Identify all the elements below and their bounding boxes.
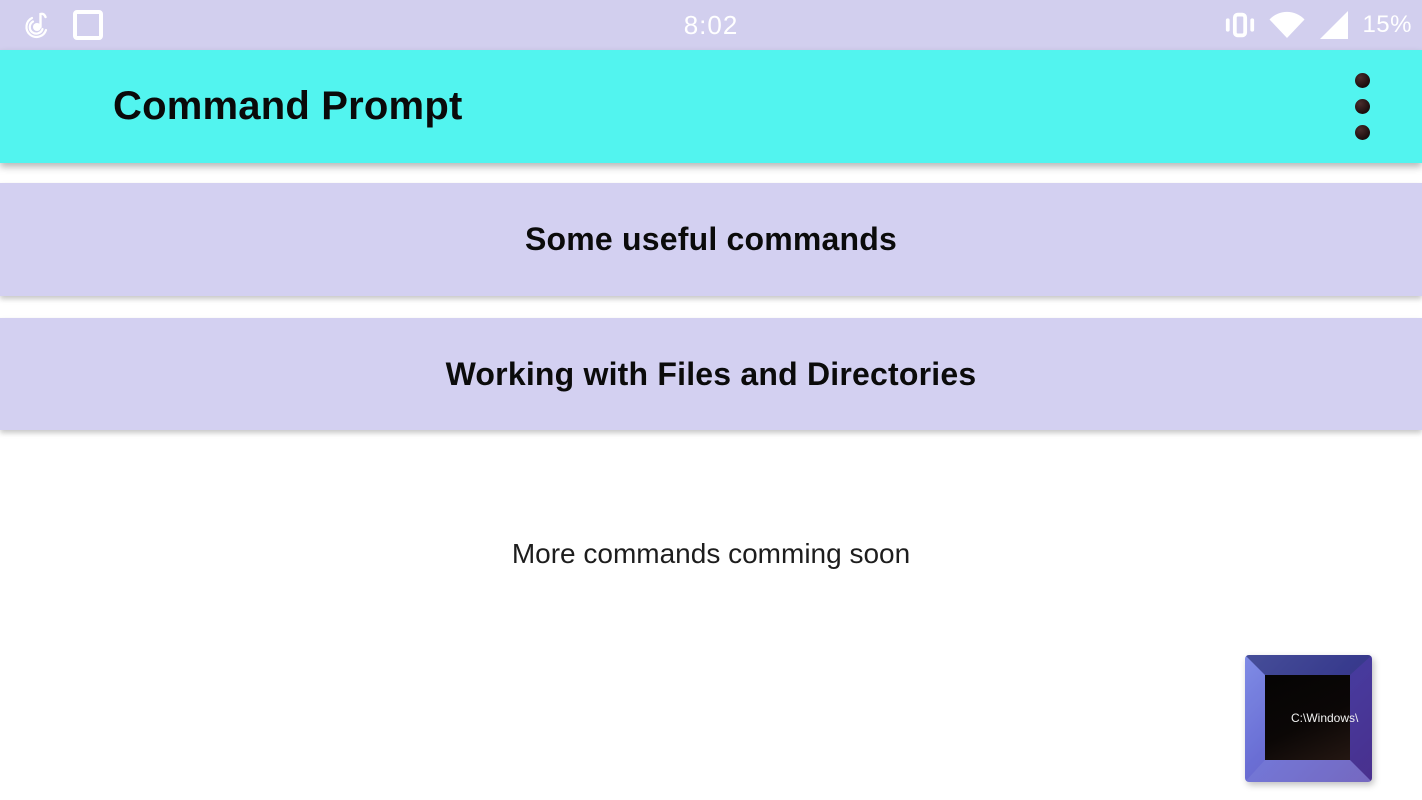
button-label: Working with Files and Directories: [445, 355, 977, 392]
overflow-menu-button[interactable]: [1342, 50, 1382, 163]
status-bar-clock: 8:02: [683, 9, 739, 40]
overflow-dot-icon: [1354, 73, 1370, 88]
app-bar: Command Prompt: [0, 50, 1422, 163]
button-some-useful-commands[interactable]: Some useful commands: [0, 183, 1422, 296]
button-working-with-files-and-directories[interactable]: Working with Files and Directories: [0, 318, 1422, 430]
status-bar: 8:02 15%: [0, 0, 1422, 50]
status-bar-notification-icons: [22, 0, 104, 50]
status-bar-system-icons: 15%: [1224, 0, 1412, 50]
page-title: Command Prompt: [113, 84, 463, 128]
terminal-prompt-text: C:\Windows\: [1291, 711, 1359, 725]
button-label: Some useful commands: [524, 221, 898, 257]
overflow-dot-icon: [1354, 125, 1370, 140]
square-icon: [73, 10, 103, 40]
vibrate-icon: [1226, 12, 1255, 38]
cellular-signal-icon: [1320, 11, 1349, 39]
music-note-icon: [25, 12, 48, 39]
overflow-dot-icon: [1354, 99, 1370, 114]
terminal-screen: C:\Windows\: [1245, 655, 1372, 782]
wifi-icon: [1269, 11, 1305, 38]
command-prompt-app-icon[interactable]: C:\Windows\: [1245, 655, 1372, 782]
battery-percent: 15%: [1362, 11, 1412, 38]
coming-soon-note: More commands comming soon: [511, 538, 911, 569]
